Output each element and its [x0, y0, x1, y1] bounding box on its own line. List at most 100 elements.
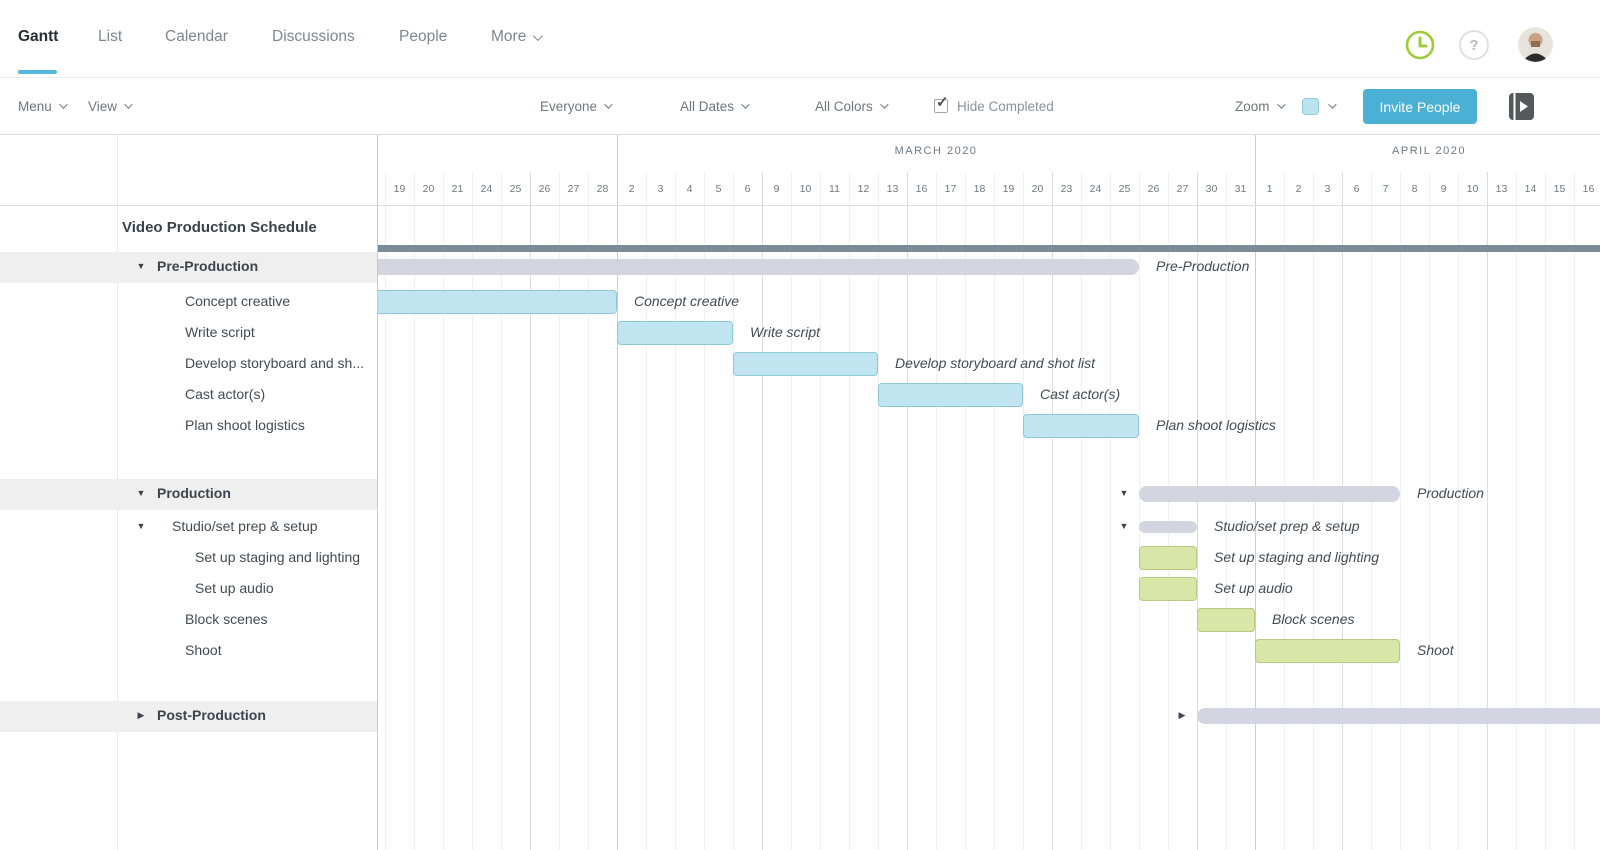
day-gridline — [1313, 172, 1314, 850]
bar-label-develop-storyboard: Develop storyboard and shot list — [895, 355, 1095, 371]
gantt-bar-develop-storyboard[interactable] — [733, 352, 878, 376]
task-name-cast-actors[interactable]: Cast actor(s) — [185, 386, 266, 402]
collapse-toggle-right-icon[interactable]: ▶ — [1178, 710, 1186, 720]
collapse-toggle-down-icon[interactable]: ▼ — [1119, 488, 1129, 498]
date-header-cell: 7 — [1382, 183, 1389, 195]
user-avatar[interactable] — [1518, 27, 1553, 62]
task-name-production[interactable]: Production — [157, 485, 231, 501]
hide-completed-checkbox[interactable]: ✓ — [934, 94, 949, 113]
hide-completed-toggle: ✓ Hide Completed — [934, 78, 1054, 134]
task-name-pre-production[interactable]: Pre-Production — [157, 258, 259, 274]
date-header-cell: 3 — [657, 183, 664, 195]
colors-filter-dropdown[interactable]: All Colors — [815, 78, 889, 134]
everyone-label: Everyone — [540, 98, 598, 114]
collapse-toggle-down-icon[interactable]: ▼ — [136, 261, 146, 271]
date-header-cell: 26 — [538, 183, 551, 195]
date-header-cell: 24 — [1089, 183, 1102, 195]
dates-filter-dropdown[interactable]: All Dates — [680, 78, 750, 134]
view-dropdown[interactable]: View — [88, 78, 133, 134]
nav-tab-people[interactable]: People — [399, 0, 447, 74]
nav-tab-calendar[interactable]: Calendar — [165, 0, 228, 74]
menu-dropdown[interactable]: Menu — [18, 78, 68, 134]
zoom-dropdown[interactable]: Zoom — [1235, 78, 1286, 134]
collapse-toggle-right-icon[interactable]: ▶ — [137, 710, 145, 720]
day-gridline — [1429, 172, 1430, 850]
task-name-plan-shoot-logistics[interactable]: Plan shoot logistics — [185, 417, 305, 433]
date-header-cell: 18 — [973, 183, 986, 195]
gantt-bar-write-script[interactable] — [617, 321, 733, 345]
task-name-post-production[interactable]: Post-Production — [157, 707, 266, 723]
date-header-cell: 1 — [1266, 183, 1273, 195]
task-name-block-scenes[interactable]: Block scenes — [185, 611, 268, 627]
date-header-cell: 12 — [857, 183, 870, 195]
date-header-cell: 31 — [1234, 183, 1247, 195]
people-filter-dropdown[interactable]: Everyone — [540, 78, 613, 134]
panel-resize-handle[interactable] — [377, 135, 378, 850]
day-gridline — [849, 172, 850, 850]
bar-label-shoot: Shoot — [1417, 642, 1454, 658]
task-name-develop-storyboard[interactable]: Develop storyboard and sh... — [185, 355, 364, 371]
task-name-setup-staging[interactable]: Set up staging and lighting — [195, 549, 361, 565]
gantt-bar-studio-set-prep[interactable] — [1139, 521, 1197, 533]
menu-label: Menu — [18, 98, 52, 114]
gantt-bar-pre-production[interactable] — [378, 259, 1139, 275]
nav-tab-label: Calendar — [165, 28, 228, 45]
project-summary-bar[interactable] — [378, 245, 1600, 252]
help-glyph: ? — [1469, 36, 1479, 54]
project-title[interactable]: Video Production Schedule — [122, 219, 317, 236]
color-swatch[interactable] — [1302, 97, 1319, 115]
gantt-bar-setup-staging[interactable] — [1139, 546, 1197, 570]
date-header-cell: 21 — [451, 183, 464, 195]
gantt-bar-shoot[interactable] — [1255, 639, 1400, 663]
day-gridline — [588, 172, 589, 850]
bar-label-setup-staging: Set up staging and lighting — [1214, 549, 1380, 565]
date-header-cell: 20 — [1031, 183, 1044, 195]
invite-people-button[interactable]: Invite People — [1363, 89, 1477, 124]
month-gridline — [617, 135, 618, 850]
chevron-down-icon — [58, 100, 68, 109]
gantt-bar-post-production[interactable] — [1197, 708, 1600, 724]
bar-label-block-scenes: Block scenes — [1272, 611, 1355, 627]
collapse-toggle-down-icon[interactable]: ▼ — [136, 521, 146, 531]
nav-tab-label: List — [98, 28, 123, 45]
color-picker-dropdown[interactable] — [1302, 78, 1337, 134]
day-gridline — [820, 172, 821, 850]
nav-tab-list[interactable]: List — [98, 0, 122, 74]
day-gridline — [994, 172, 995, 850]
gantt-bar-plan-shoot-logistics[interactable] — [1023, 414, 1139, 438]
task-name-concept-creative[interactable]: Concept creative — [185, 293, 291, 309]
top-nav: Gantt List Calendar Discussions People More ? — [0, 0, 1600, 78]
collapse-toggle-down-icon[interactable]: ▼ — [1119, 521, 1129, 531]
day-gridline — [1516, 172, 1517, 850]
date-header-cell: 16 — [915, 183, 928, 195]
task-name-studio-set-prep[interactable]: Studio/set prep & setup — [172, 518, 318, 534]
nav-tab-more[interactable]: More — [491, 0, 544, 74]
date-header-cell: 9 — [773, 183, 780, 195]
gantt-bar-cast-actors[interactable] — [878, 383, 1023, 407]
day-gridline — [936, 172, 937, 850]
video-tour-icon[interactable] — [1506, 78, 1537, 134]
nav-tab-gantt[interactable]: Gantt — [18, 0, 58, 74]
gantt-bar-setup-audio[interactable] — [1139, 577, 1197, 601]
time-tracking-clock-icon[interactable] — [1405, 30, 1435, 60]
day-gridline — [1574, 172, 1575, 850]
nav-tab-discussions[interactable]: Discussions — [272, 0, 355, 74]
task-name-write-script[interactable]: Write script — [185, 324, 255, 340]
collapse-toggle-down-icon[interactable]: ▼ — [136, 488, 146, 498]
nav-tab-label: Gantt — [18, 28, 59, 45]
help-icon[interactable]: ? — [1459, 30, 1489, 60]
day-gridline — [1458, 172, 1459, 850]
bar-label-concept-creative: Concept creative — [634, 293, 740, 309]
day-gridline — [965, 172, 966, 850]
task-name-shoot[interactable]: Shoot — [185, 642, 222, 658]
day-gridline — [675, 172, 676, 850]
bar-label-write-script: Write script — [750, 324, 820, 340]
task-name-setup-audio[interactable]: Set up audio — [195, 580, 274, 596]
day-gridline — [1545, 172, 1546, 850]
gantt-bar-production[interactable] — [1139, 486, 1400, 502]
gantt-bar-block-scenes[interactable] — [1197, 608, 1255, 632]
gantt-bar-concept-creative[interactable] — [378, 290, 617, 314]
day-gridline — [1052, 172, 1053, 850]
